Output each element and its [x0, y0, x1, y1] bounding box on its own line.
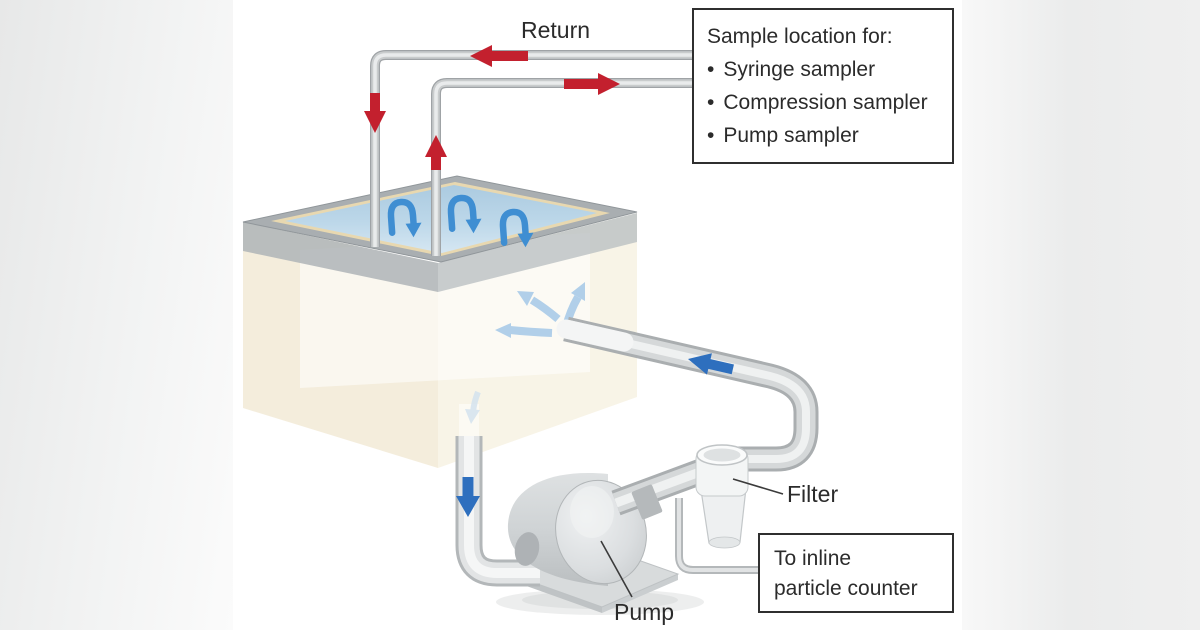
- return-flow-left-arrow: [470, 45, 528, 67]
- sample-location-box: Sample location for: •Syringe sampler •C…: [692, 8, 954, 164]
- particle-counter-line: [675, 498, 760, 574]
- particle-counter-line2: particle counter: [774, 577, 918, 600]
- inlet-flow-left-arrow: [688, 353, 734, 375]
- tank-waterline-left: [243, 222, 438, 292]
- filter-label: Filter: [787, 481, 839, 507]
- flow-arrows-red: [364, 45, 620, 170]
- sample-item-syringe: •Syringe sampler: [707, 58, 876, 81]
- splash-arrow-left-icon: [495, 323, 553, 338]
- particle-counter-box: To inline particle counter: [758, 533, 954, 613]
- background-gradient-left: [0, 0, 233, 630]
- sample-supply-pipe: [431, 78, 693, 256]
- sample-return-pipe: [370, 50, 693, 247]
- bullet-icon: •: [707, 91, 715, 114]
- sample-item-compression: •Compression sampler: [707, 91, 928, 114]
- circulation-arrow-icon: [499, 208, 534, 248]
- sample-item-pump: •Pump sampler: [707, 124, 859, 147]
- tank-waterline-right: [438, 213, 637, 292]
- pump-cap-highlight: [570, 486, 614, 538]
- tank-inlet-pipe: [556, 316, 819, 472]
- tank: [242, 175, 638, 468]
- bullet-icon: •: [707, 58, 715, 81]
- pump-outlet-coupling: [631, 484, 663, 520]
- internal-flow-arrow: [465, 390, 481, 424]
- filter-opening-inner: [703, 448, 741, 462]
- drain-flow-down-arrow: [456, 477, 480, 517]
- background-gradient-right: [962, 0, 1200, 630]
- pump-label: Pump: [614, 599, 675, 625]
- supply-flow-right-arrow: [564, 73, 620, 95]
- particle-counter-line1: To inline: [774, 547, 852, 570]
- drain-pipe: [455, 436, 540, 587]
- filter: [695, 444, 749, 549]
- circulation-arrow-icon: [387, 198, 422, 238]
- sample-location-title: Sample location for:: [707, 25, 893, 48]
- pump-loop: [455, 316, 819, 615]
- supply-flow-up-arrow: [425, 135, 447, 170]
- filter-leader-line: [732, 478, 784, 495]
- circulation-arrow-icon: [447, 194, 482, 234]
- return-label: Return: [521, 17, 591, 43]
- pump-inlet-collar: [514, 532, 540, 566]
- filter-cup-bottom: [708, 536, 741, 549]
- splash-arrow-up-left-icon: [517, 291, 561, 323]
- circulation-arrows: [387, 194, 534, 248]
- pump-leader-line: [600, 540, 633, 598]
- bullet-icon: •: [707, 124, 715, 147]
- return-flow-down-arrow: [364, 93, 386, 133]
